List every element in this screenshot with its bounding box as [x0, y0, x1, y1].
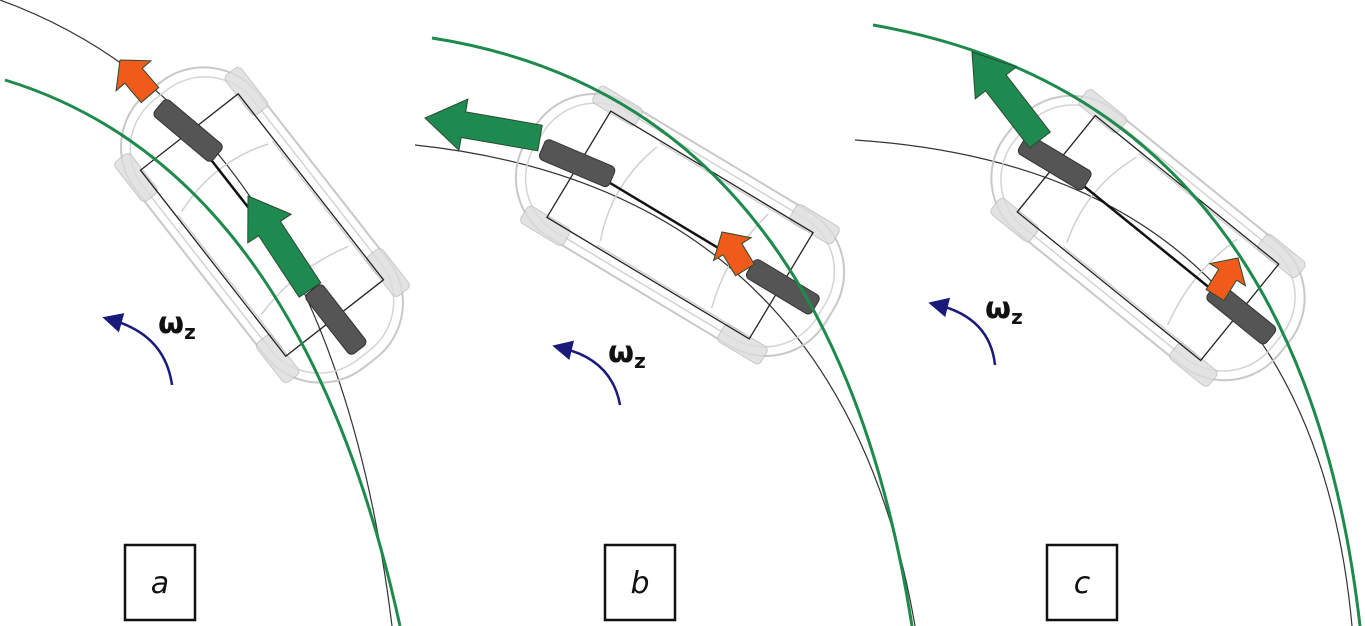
- front-tire: [153, 99, 223, 162]
- yaw-rate-label: ωz: [608, 335, 646, 373]
- vehicle-path-line: [854, 139, 1353, 626]
- omega-symbol: ω: [985, 291, 1011, 326]
- front-force-arrow-green: [424, 98, 543, 152]
- omega-symbol: ω: [608, 335, 634, 370]
- panel-label: c: [1074, 566, 1091, 601]
- rear-force-arrow-orange: [712, 231, 756, 277]
- panel-label-box: [1045, 543, 1119, 622]
- panel-label: a: [151, 566, 169, 601]
- yaw-rotation-arrow-icon: [928, 297, 997, 366]
- omega-subscript: z: [1011, 305, 1023, 329]
- front-force-arrow-green: [971, 51, 1051, 149]
- panel-a: ωz a: [0, 0, 435, 626]
- panel-label-box: [603, 543, 677, 622]
- panel-label-box: [123, 543, 197, 622]
- car-outline: [487, 65, 873, 385]
- panel-label: b: [630, 566, 649, 601]
- front-tire: [1017, 134, 1092, 191]
- reference-path-green: [4, 78, 402, 626]
- yaw-rotation-arrow-icon: [552, 340, 622, 406]
- rear-force-arrow-green: [247, 195, 322, 298]
- front-tire: [538, 139, 616, 188]
- yaw-rate-label: ωz: [158, 306, 196, 344]
- panel-c: ωz c: [854, 23, 1362, 626]
- yaw-rate-label: ωz: [985, 291, 1023, 329]
- omega-subscript: z: [634, 349, 646, 373]
- panel-b: ωz b: [414, 36, 916, 626]
- reference-path-green: [872, 23, 1362, 626]
- yaw-rotation-arrow-icon: [102, 313, 174, 386]
- omega-symbol: ω: [158, 306, 184, 341]
- vehicle-path-line: [414, 144, 916, 626]
- reference-path-green: [431, 36, 914, 626]
- omega-subscript: z: [184, 320, 196, 344]
- front-force-arrow-orange: [115, 59, 160, 104]
- rear-force-arrow-orange: [1205, 257, 1247, 302]
